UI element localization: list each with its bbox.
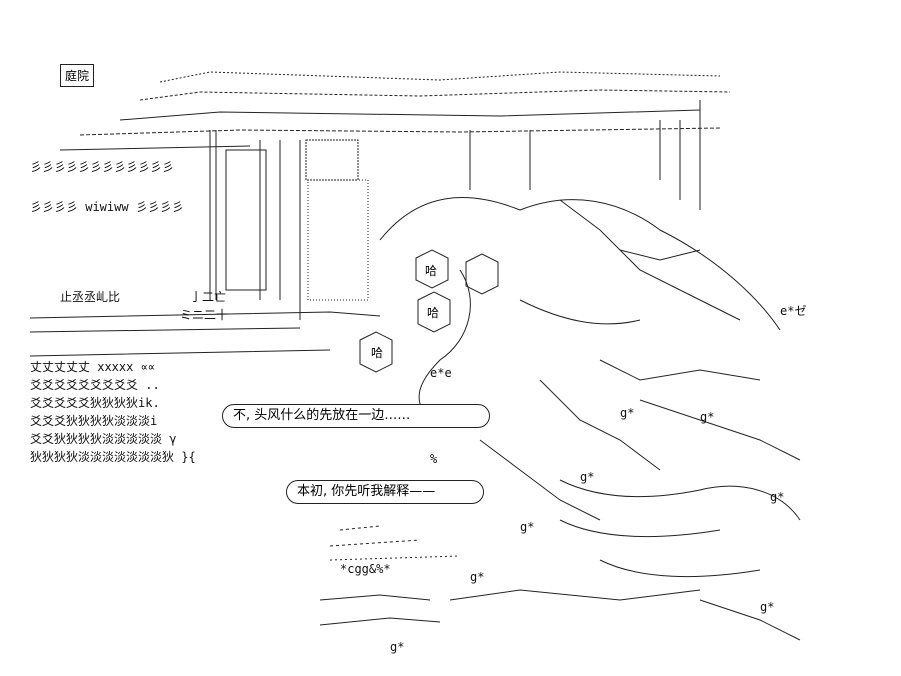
hedge-row: 爻爻爻狄狄狄狄淡淡淡i [30, 414, 158, 428]
sound-mark: e*e [430, 366, 452, 380]
hedge-row: 丈丈丈丈丈 xxxxx ∝∝ [30, 360, 156, 374]
sound-mark: e*ゼ [780, 304, 807, 318]
sparkle: g* [390, 640, 405, 654]
hedge-row: 爻爻狄狄狄狄淡淡淡淡淡 γ [30, 432, 177, 446]
sign-glyph: 哈 [426, 304, 441, 321]
hedge-row: 爻爻爻爻爻爻爻爻爻 .. [30, 378, 160, 392]
sparkle: g* [620, 406, 635, 420]
sparkle: g* [760, 600, 775, 614]
sparkle: g* [470, 570, 485, 584]
wall-text: 止丞丞乢比 [60, 290, 121, 304]
hedge-row: 彡彡彡彡彡彡彡彡彡彡彡彡 [30, 160, 175, 174]
wall-text: 亅二亡 [190, 290, 227, 304]
speech-bubble: 不, 头风什么的先放在一边…… [222, 404, 490, 428]
speech-text: 不, 头风什么的先放在一边…… [233, 408, 411, 423]
sound-mark: % [430, 452, 438, 466]
sparkle: g* [770, 490, 785, 504]
wall-text: ミニ二十 [180, 308, 229, 322]
sparkle: g* [580, 470, 595, 484]
speech-bubble: 本初, 你先听我解释—— [286, 480, 484, 504]
sparkle: g* [520, 520, 535, 534]
speech-text: 本初, 你先听我解释—— [297, 484, 436, 499]
sound-mark: *cgg&%* [340, 562, 391, 576]
sparkle: g* [700, 410, 715, 424]
sign-glyph: 哈 [370, 344, 385, 361]
hedge-row: 彡彡彡彡 wiwiww 彡彡彡彡 [30, 200, 184, 214]
hedge-row: 狄狄狄狄淡淡淡淡淡淡淡狄 }{ [30, 450, 196, 464]
hedge-row: 爻爻爻爻爻狄狄狄狄ik. [30, 396, 160, 410]
sign-glyph: 哈 [424, 262, 439, 279]
location-label: 庭院 [60, 64, 95, 87]
